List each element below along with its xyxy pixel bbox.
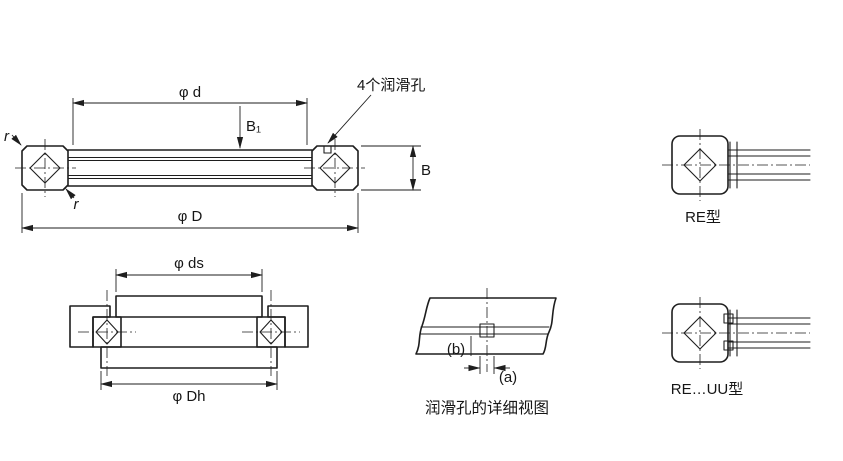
dim-b1: B₁: [236, 106, 261, 149]
bottom-plate: [100, 346, 278, 369]
dim-b-callout: (b): [447, 336, 472, 358]
dim-phi-ds: φ ds: [115, 255, 263, 292]
left-roller-diamond: [29, 152, 61, 184]
detail-label-b: (b): [447, 341, 465, 358]
lube-holes-note: 4个润滑孔: [327, 77, 425, 144]
re-type-view: RE型: [662, 129, 811, 226]
r-inner-label: r: [74, 196, 80, 213]
re-uu-roller-diamond: [683, 316, 717, 350]
r-label-inner: r: [65, 188, 80, 213]
roller-diamond-right: [259, 319, 283, 345]
detail-caption: 润滑孔的详细视图: [425, 399, 549, 417]
lube-hole: [479, 323, 495, 338]
dim-phi-d: φ d: [72, 84, 308, 145]
top-clamp-plate: [115, 295, 263, 318]
re-uu-type-view: RE…UU型: [662, 297, 811, 398]
dim-b: B: [361, 145, 431, 191]
seal-bottom: [723, 340, 734, 351]
dim-a-callout: (a): [464, 356, 517, 386]
lube-hole-slot: [323, 145, 332, 154]
dim-phi-dh: φ Dh: [100, 371, 278, 405]
left-ring-block: [21, 145, 69, 191]
dim-label-b1: B₁: [246, 118, 261, 135]
re-uu-type-label: RE…UU型: [671, 381, 744, 398]
re-outer-ring-block: [671, 135, 729, 195]
right-roller-diamond: [319, 152, 351, 184]
dim-label-phi-ds: φ ds: [174, 255, 204, 272]
dim-label-phi-big-d: φ D: [178, 208, 203, 225]
mounting-view: φ ds φ Dh: [69, 255, 309, 405]
lube-hole-detail-view: (b) (a) 润滑孔的详细视图: [415, 288, 557, 417]
dim-phi-big-d: φ D: [21, 193, 359, 233]
roller-diamond-left: [95, 319, 119, 345]
ring-segment: [415, 297, 557, 355]
r-outer-label: r: [4, 128, 10, 145]
dim-label-b: B: [421, 162, 431, 179]
detail-label-a: (a): [499, 369, 517, 386]
r-label-outer: r: [4, 128, 22, 146]
right-ring-block: [311, 145, 359, 191]
re-type-label: RE型: [685, 209, 721, 226]
dim-label-phi-d: φ d: [179, 84, 201, 101]
seal-top: [723, 313, 734, 324]
main-section-view: φ d B₁ 4个润滑孔 B φ D r: [4, 77, 431, 233]
re-roller-diamond: [683, 148, 717, 182]
dim-label-phi-dh: φ Dh: [172, 388, 205, 405]
lube-note-label: 4个润滑孔: [357, 77, 425, 94]
re-uu-outer-ring-block: [671, 303, 729, 363]
